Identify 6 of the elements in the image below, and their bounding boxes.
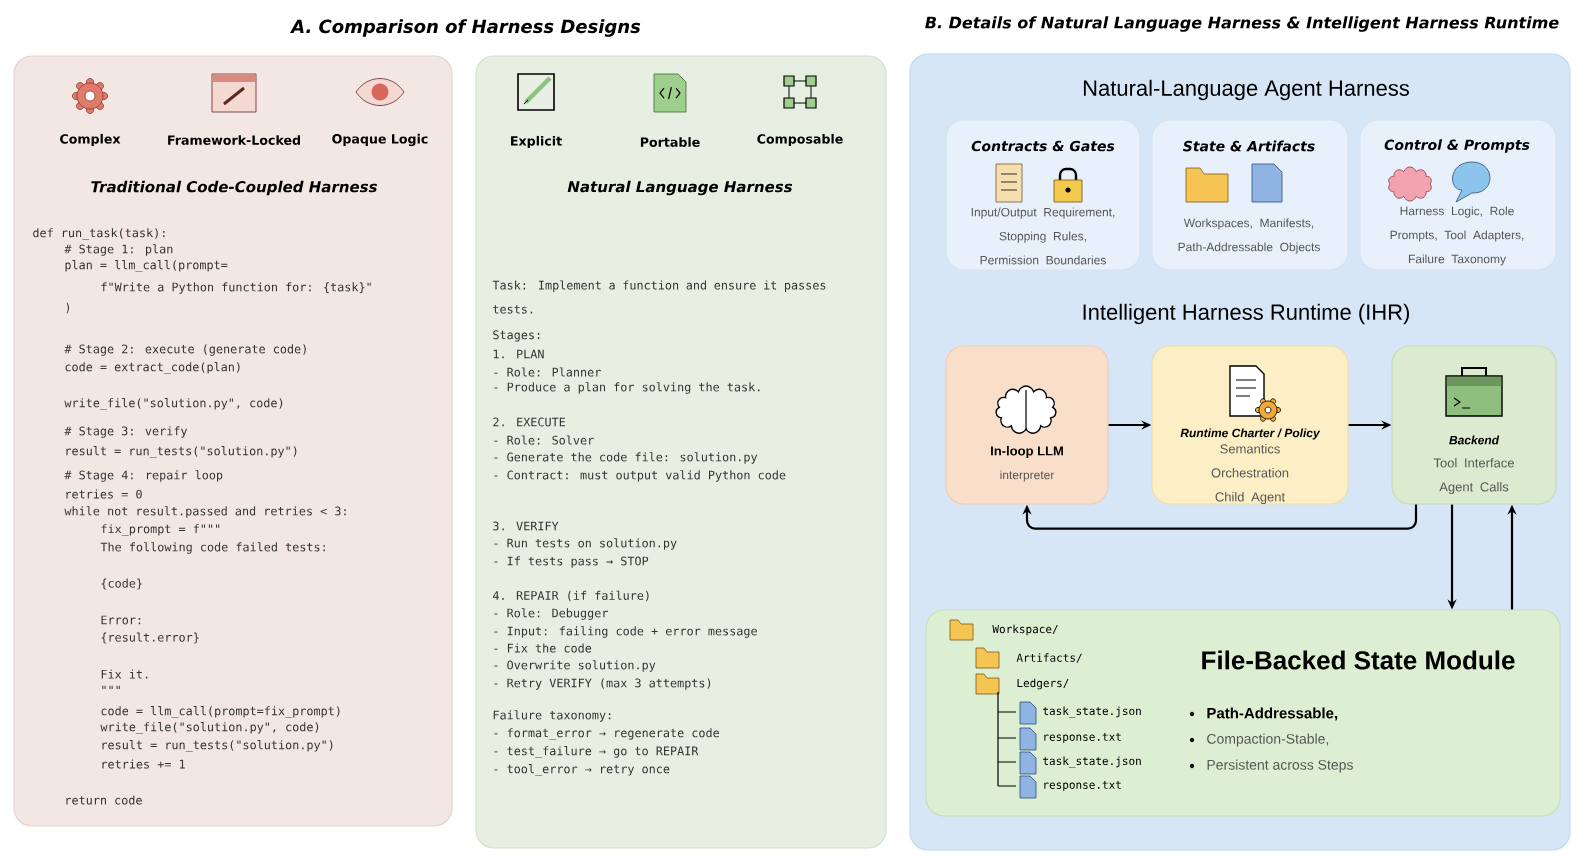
- section-heading: Intelligent Harness Runtime (IHR): [1083, 303, 1410, 325]
- arrow: [1022, 504, 1418, 530]
- section-heading: Natural-Language Agent Harness: [1083, 79, 1409, 101]
- section-heading: B. Details of Natural Language Harness & Intelligent Harness Runtime: [925, 16, 1559, 32]
- module-title: File-Backed State Module: [1202, 650, 1515, 670]
- section-heading: A. Comparison of Harness Designs: [290, 19, 641, 37]
